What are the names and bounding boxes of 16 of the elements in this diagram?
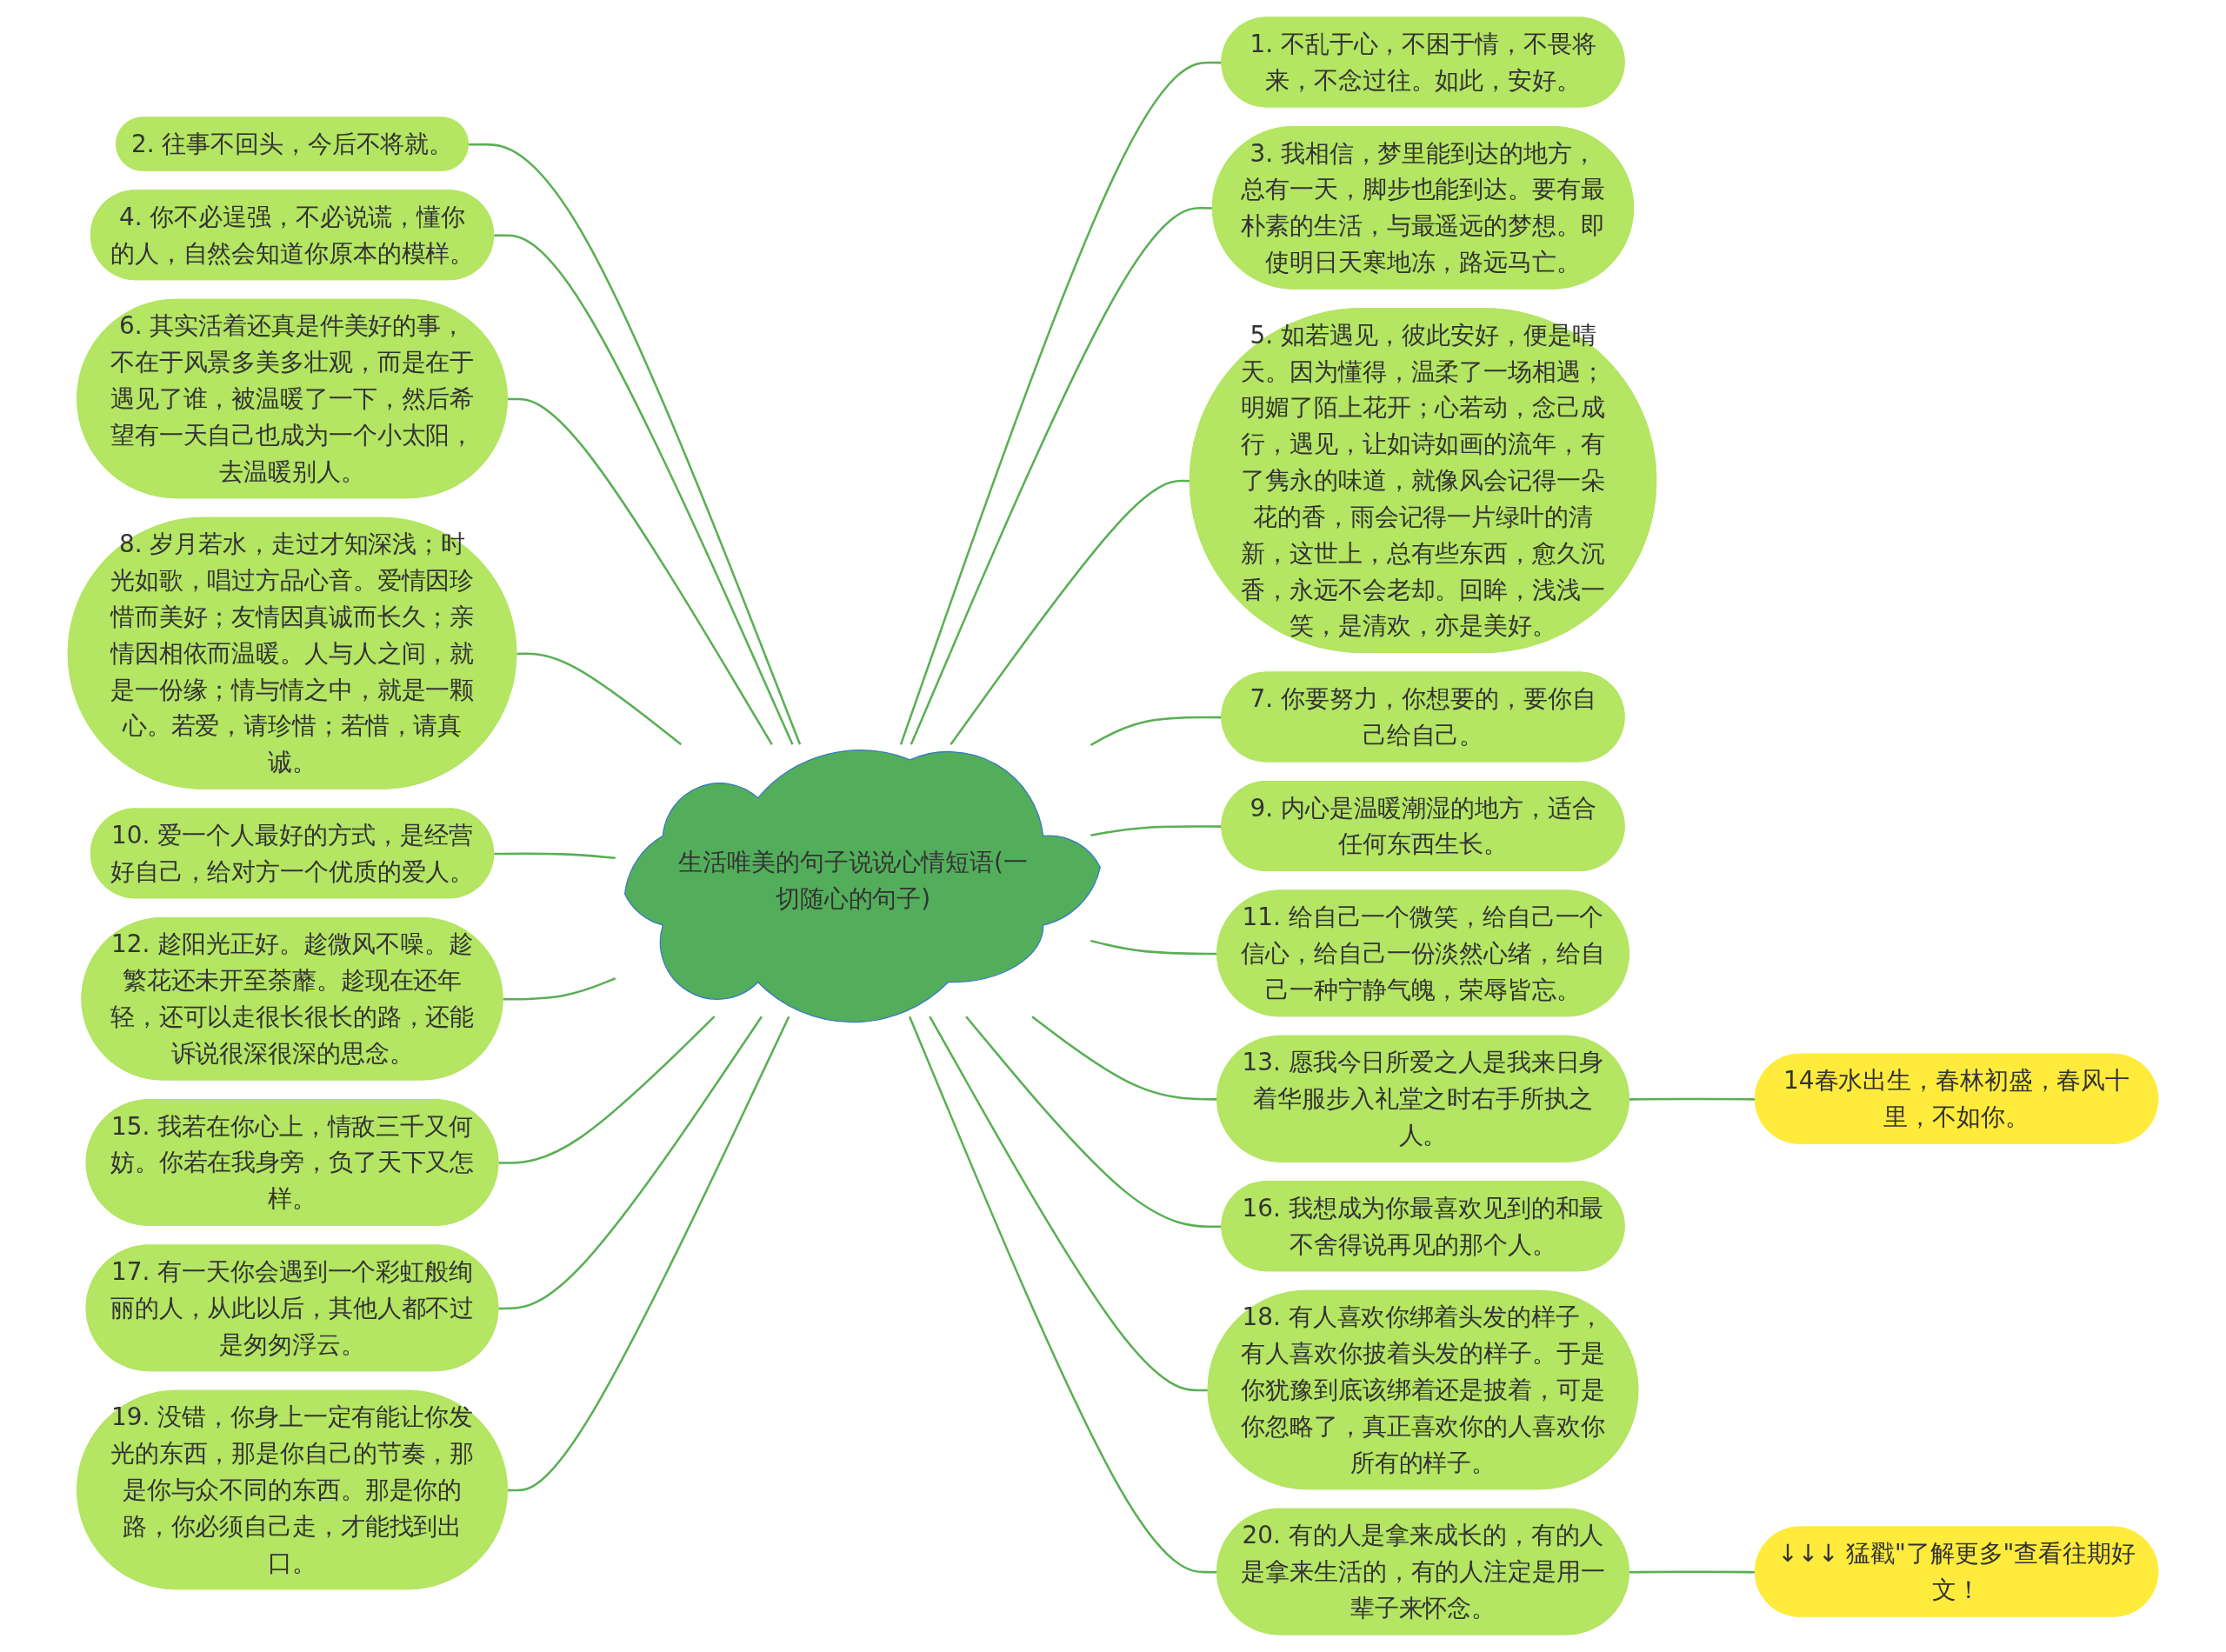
connector [498, 1016, 716, 1164]
connector [507, 397, 773, 745]
connector [498, 1016, 763, 1310]
connector [494, 852, 616, 860]
connector [1090, 825, 1223, 837]
connector [503, 977, 616, 1001]
connector [468, 143, 802, 745]
connector [899, 61, 1223, 745]
connector [507, 1016, 790, 1492]
connector [517, 652, 683, 746]
connector [494, 234, 794, 745]
connector [1629, 1570, 1756, 1574]
connector [1629, 1097, 1756, 1101]
connector [1090, 716, 1223, 747]
connector [965, 1016, 1223, 1229]
connector [929, 1016, 1209, 1392]
